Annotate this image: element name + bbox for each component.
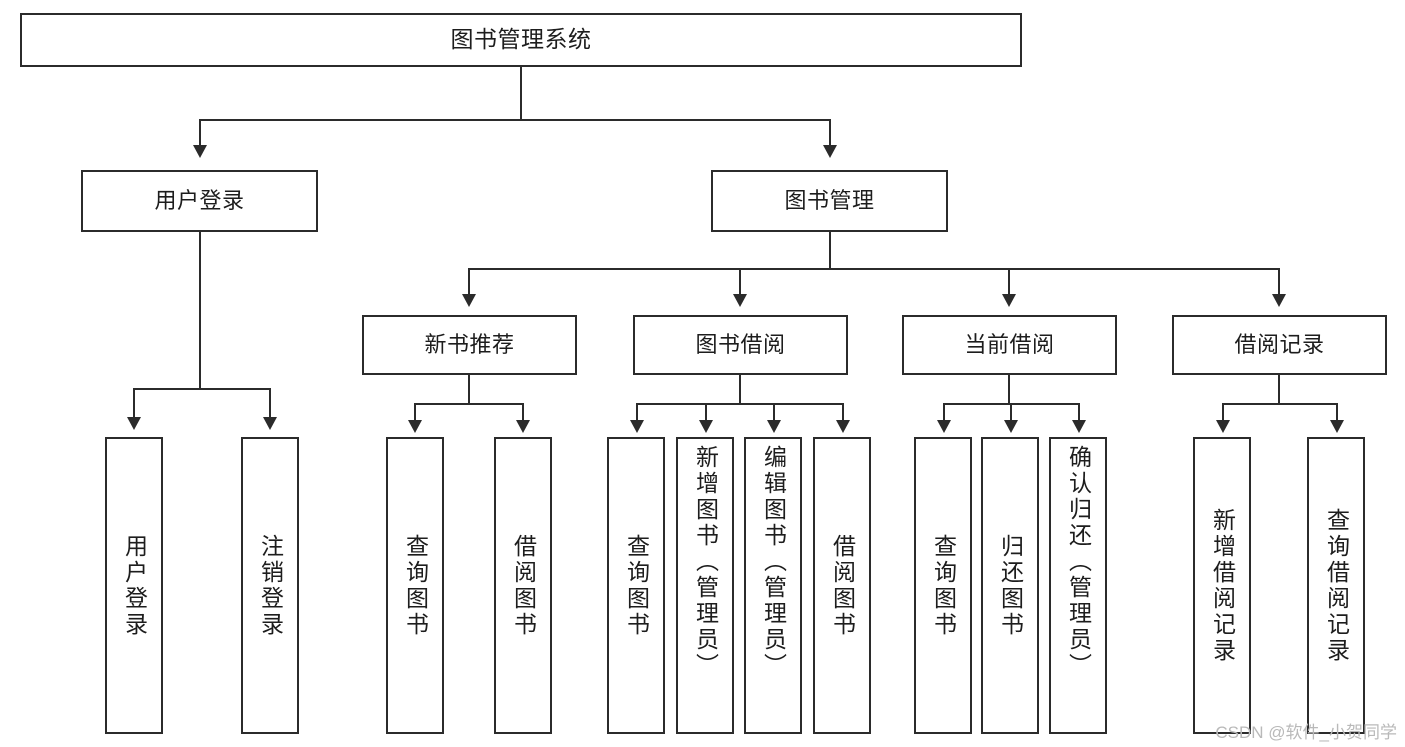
arrowhead-book-borrow-to-leaf-3 — [767, 420, 781, 433]
node-label: 查询图书 — [930, 533, 957, 638]
node-label: 新增借阅记录 — [1209, 507, 1236, 664]
connector-new-book-stem — [468, 375, 470, 405]
leaf-query-book-current[interactable]: 查询图书 — [914, 437, 972, 734]
arrowhead-book-borrow-to-leaf-4 — [836, 420, 850, 433]
node-label: 图书管理系统 — [450, 26, 592, 53]
csdn-watermark: CSDN @软件_小贺同学 — [1215, 723, 1397, 742]
arrowhead-new-book-to-leaf-1 — [408, 420, 422, 433]
connector-root-to-book-manage — [829, 119, 831, 149]
connector-book-borrow-bus — [636, 403, 842, 405]
leaf-query-book-new-book[interactable]: 查询图书 — [386, 437, 444, 734]
arrowhead-root-to-book-manage — [823, 145, 837, 158]
connector-borrow-record-to-leaf-1 — [1222, 403, 1224, 423]
node-label: 用户登录 — [154, 187, 245, 213]
connector-root-to-user-login — [199, 119, 201, 149]
node-label: 归还图书 — [997, 533, 1024, 638]
leaf-add-book-admin[interactable]: 新增图书（管理员） — [676, 437, 734, 734]
node-label: 借阅图书 — [829, 533, 856, 638]
arrowhead-book-manage-to-borrow-record — [1272, 294, 1286, 307]
connector-new-book-to-leaf-2 — [522, 403, 524, 423]
leaf-borrow-book-borrow[interactable]: 借阅图书 — [813, 437, 871, 734]
leaf-query-book-borrow[interactable]: 查询图书 — [607, 437, 665, 734]
connector-book-manage-to-current-borrow — [1008, 268, 1010, 296]
connector-book-manage-stem — [829, 232, 831, 270]
leaf-logout-login[interactable]: 注销登录 — [241, 437, 299, 734]
node-label: 查询图书 — [623, 533, 650, 638]
connector-book-borrow-stem — [739, 375, 741, 405]
arrowhead-book-manage-to-book-borrow — [733, 294, 747, 307]
leaf-edit-book-admin[interactable]: 编辑图书（管理员） — [744, 437, 802, 734]
connector-book-manage-to-borrow-record — [1278, 268, 1280, 296]
leaf-return-book[interactable]: 归还图书 — [981, 437, 1039, 734]
node-label: 图书借阅 — [695, 331, 786, 357]
connector-book-borrow-to-leaf-1 — [636, 403, 638, 423]
node-label: 编辑图书（管理员） — [760, 445, 787, 679]
connector-borrow-record-to-leaf-2 — [1336, 403, 1338, 423]
connector-user-login-stem — [199, 232, 201, 390]
connector-borrow-record-stem — [1278, 375, 1280, 405]
connector-book-manage-bus — [468, 268, 1280, 270]
leaf-borrow-book-new-book[interactable]: 借阅图书 — [494, 437, 552, 734]
arrowhead-borrow-record-to-leaf-2 — [1330, 420, 1344, 433]
leaf-query-borrow-record[interactable]: 查询借阅记录 — [1307, 437, 1365, 734]
node-label: 新增图书（管理员） — [692, 445, 719, 679]
connector-user-login-bus — [133, 388, 269, 390]
arrowhead-current-borrow-to-leaf-3 — [1072, 420, 1086, 433]
node-label: 查询借阅记录 — [1323, 507, 1350, 664]
connector-root-bus — [199, 119, 831, 121]
node-label: 注销登录 — [257, 533, 284, 638]
node-label: 图书管理 — [784, 187, 875, 213]
connector-borrow-record-bus — [1222, 403, 1336, 405]
leaf-confirm-return-admin[interactable]: 确认归还（管理员） — [1049, 437, 1107, 734]
connector-current-borrow-stem — [1008, 375, 1010, 405]
arrowhead-book-borrow-to-leaf-1 — [630, 420, 644, 433]
connector-book-borrow-to-leaf-2 — [705, 403, 707, 423]
node-label: 确认归还（管理员） — [1065, 445, 1092, 679]
connector-new-book-bus — [414, 403, 522, 405]
node-root-book-management-system[interactable]: 图书管理系统 — [20, 13, 1022, 67]
arrowhead-book-manage-to-new-book — [462, 294, 476, 307]
connector-new-book-to-leaf-1 — [414, 403, 416, 423]
arrowhead-book-borrow-to-leaf-2 — [699, 420, 713, 433]
connector-book-manage-to-new-book — [468, 268, 470, 296]
connector-user-login-to-leaf-2 — [269, 388, 271, 420]
node-label: 查询图书 — [402, 533, 429, 638]
node-new-book-recommendation[interactable]: 新书推荐 — [362, 315, 577, 375]
connector-user-login-to-leaf-1 — [133, 388, 135, 420]
arrowhead-user-login-to-leaf-1 — [127, 417, 141, 430]
node-label: 新书推荐 — [424, 331, 515, 357]
arrowhead-borrow-record-to-leaf-1 — [1216, 420, 1230, 433]
connector-book-borrow-to-leaf-3 — [773, 403, 775, 423]
node-user-login[interactable]: 用户登录 — [81, 170, 318, 232]
connector-current-borrow-to-leaf-3 — [1078, 403, 1080, 423]
node-current-borrowing[interactable]: 当前借阅 — [902, 315, 1117, 375]
node-label: 当前借阅 — [964, 331, 1055, 357]
connector-book-borrow-to-leaf-4 — [842, 403, 844, 423]
node-label: 用户登录 — [121, 533, 148, 638]
leaf-user-login[interactable]: 用户登录 — [105, 437, 163, 734]
arrowhead-new-book-to-leaf-2 — [516, 420, 530, 433]
connector-root-stem — [520, 67, 522, 120]
node-book-borrowing[interactable]: 图书借阅 — [633, 315, 848, 375]
leaf-add-borrow-record[interactable]: 新增借阅记录 — [1193, 437, 1251, 734]
arrowhead-current-borrow-to-leaf-2 — [1004, 420, 1018, 433]
node-book-management[interactable]: 图书管理 — [711, 170, 948, 232]
connector-book-manage-to-book-borrow — [739, 268, 741, 296]
connector-current-borrow-to-leaf-1 — [943, 403, 945, 423]
arrowhead-book-manage-to-current-borrow — [1002, 294, 1016, 307]
node-label: 借阅记录 — [1234, 331, 1325, 357]
node-borrowing-record[interactable]: 借阅记录 — [1172, 315, 1387, 375]
connector-current-borrow-to-leaf-2 — [1010, 403, 1012, 423]
arrowhead-user-login-to-leaf-2 — [263, 417, 277, 430]
node-label: 借阅图书 — [510, 533, 537, 638]
arrowhead-current-borrow-to-leaf-1 — [937, 420, 951, 433]
arrowhead-root-to-user-login — [193, 145, 207, 158]
